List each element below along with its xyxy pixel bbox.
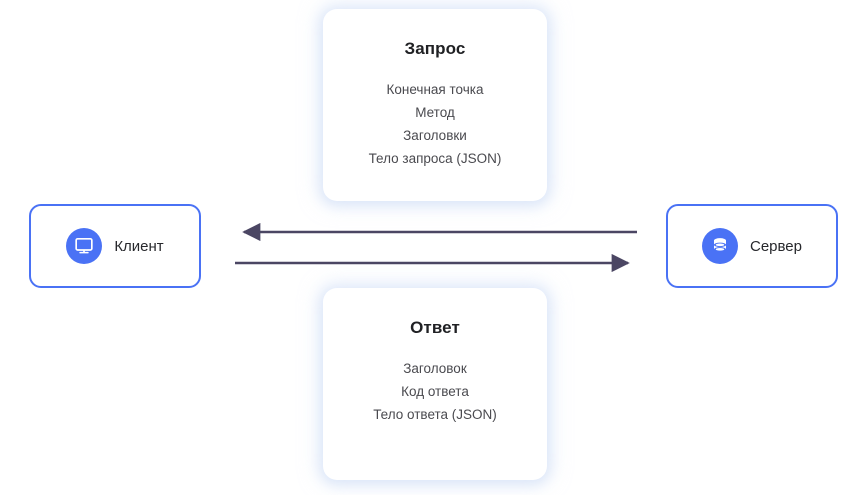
request-card-lines: Конечная точка Метод Заголовки Тело запр… (369, 81, 502, 168)
request-line-method: Метод (415, 105, 455, 120)
monitor-icon (66, 228, 103, 264)
request-line-endpoint: Конечная точка (386, 82, 484, 97)
server-node-label: Сервер (749, 237, 802, 255)
response-line-status-code: Код ответа (401, 384, 469, 399)
request-card: Запрос Конечная точка Метод Заголовки Те… (323, 9, 547, 201)
database-icon (701, 228, 738, 264)
client-node-label: Клиент (114, 237, 164, 255)
request-line-body: Тело запроса (JSON) (368, 151, 502, 166)
response-card-lines: Заголовок Код ответа Тело ответа (JSON) (373, 360, 497, 424)
response-line-header: Заголовок (403, 361, 467, 376)
request-card-title: Запрос (404, 39, 466, 58)
request-line-headers: Заголовки (403, 128, 467, 143)
server-node: Сервер (666, 204, 838, 288)
response-card: Ответ Заголовок Код ответа Тело ответа (… (323, 288, 547, 480)
response-line-body: Тело ответа (JSON) (373, 407, 497, 422)
client-node: Клиент (29, 204, 201, 288)
response-card-title: Ответ (410, 318, 460, 337)
